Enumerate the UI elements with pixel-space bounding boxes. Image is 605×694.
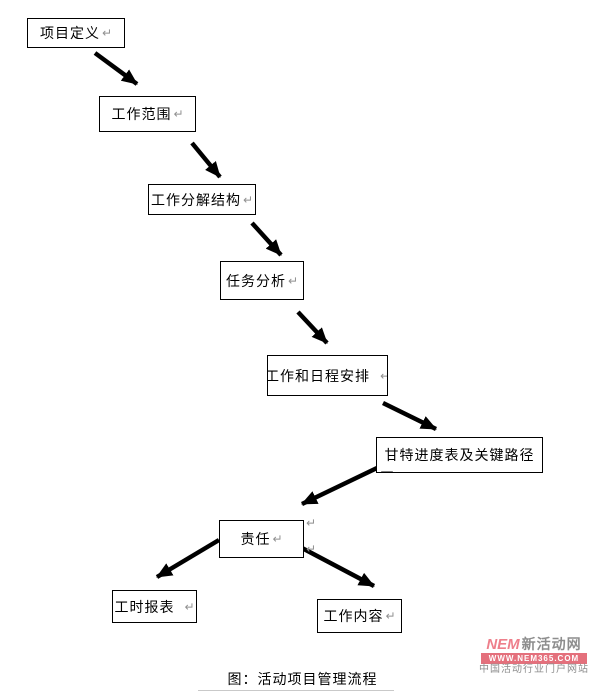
watermark-tagline: 中国活动行业门户网站	[479, 664, 589, 675]
node-responsibility: 责任↵	[219, 520, 304, 558]
node-label: 工作范围	[111, 106, 172, 122]
node-label: 甘特进度表及关键路径	[384, 447, 535, 463]
node-timesheet-report: 工时报表 ↵	[112, 590, 197, 623]
watermark-site-name: 新活动网	[521, 636, 582, 652]
node-work-scope: 工作范围↵	[99, 96, 196, 132]
node-work-content: 工作内容↵	[317, 599, 402, 633]
arrow-responsibility-to-timesheet	[155, 538, 221, 579]
node-label: 工时报表	[114, 598, 175, 615]
arrow-project-definition-to-work-scope	[93, 51, 139, 86]
node-label: 工作分解结构	[150, 191, 241, 208]
paragraph-mark: ↵	[306, 542, 317, 556]
paragraph-mark: ↵	[272, 532, 283, 546]
site-watermark: NEM 新活动网 WWW.NEM365.COM 中国活动行业门户网站	[478, 637, 590, 675]
paragraph-mark: ↵	[242, 192, 254, 207]
paragraph-mark: ↵	[385, 609, 396, 623]
arrow-wbs-to-task-analysis	[250, 221, 283, 257]
node-project-definition: 项目定义↵	[27, 18, 125, 48]
paragraph-mark: ↵	[306, 516, 317, 530]
watermark-url-band: WWW.NEM365.COM	[481, 653, 587, 664]
arrow-work-scope-to-wbs	[190, 141, 222, 179]
paragraph-mark: ↵	[101, 26, 113, 40]
nem-logo: NEM	[486, 636, 520, 653]
arrow-gantt-to-responsibility	[301, 465, 378, 507]
paragraph-mark: ↵	[173, 107, 184, 121]
caption-underline	[198, 690, 394, 691]
node-label: 工作和日程安排	[267, 367, 370, 384]
node-work-breakdown-structure: 工作分解结构↵	[148, 184, 256, 215]
node-work-and-schedule: 工作和日程安排 ↵	[267, 355, 388, 396]
node-label: 任务分析	[225, 272, 286, 289]
paragraph-mark: ↵	[287, 273, 299, 288]
node-task-analysis: 任务分析↵	[220, 261, 304, 300]
node-label: 责任	[240, 531, 271, 547]
node-label: 项目定义	[39, 25, 100, 41]
node-label-clipped-line: 图	[377, 467, 542, 472]
node-label: 工作内容	[323, 608, 384, 624]
watermark-logo-row: NEM 新活动网	[478, 637, 590, 652]
figure-caption: 图：活动项目管理流程	[227, 671, 378, 687]
node-gantt-and-critical-path: 甘特进度表及关键路径 图	[376, 437, 543, 473]
arrow-schedule-to-gantt	[382, 400, 437, 432]
paragraph-mark: ↵	[380, 369, 387, 383]
paragraph-mark: ↵	[184, 599, 195, 614]
arrow-task-analysis-to-schedule	[296, 310, 329, 345]
